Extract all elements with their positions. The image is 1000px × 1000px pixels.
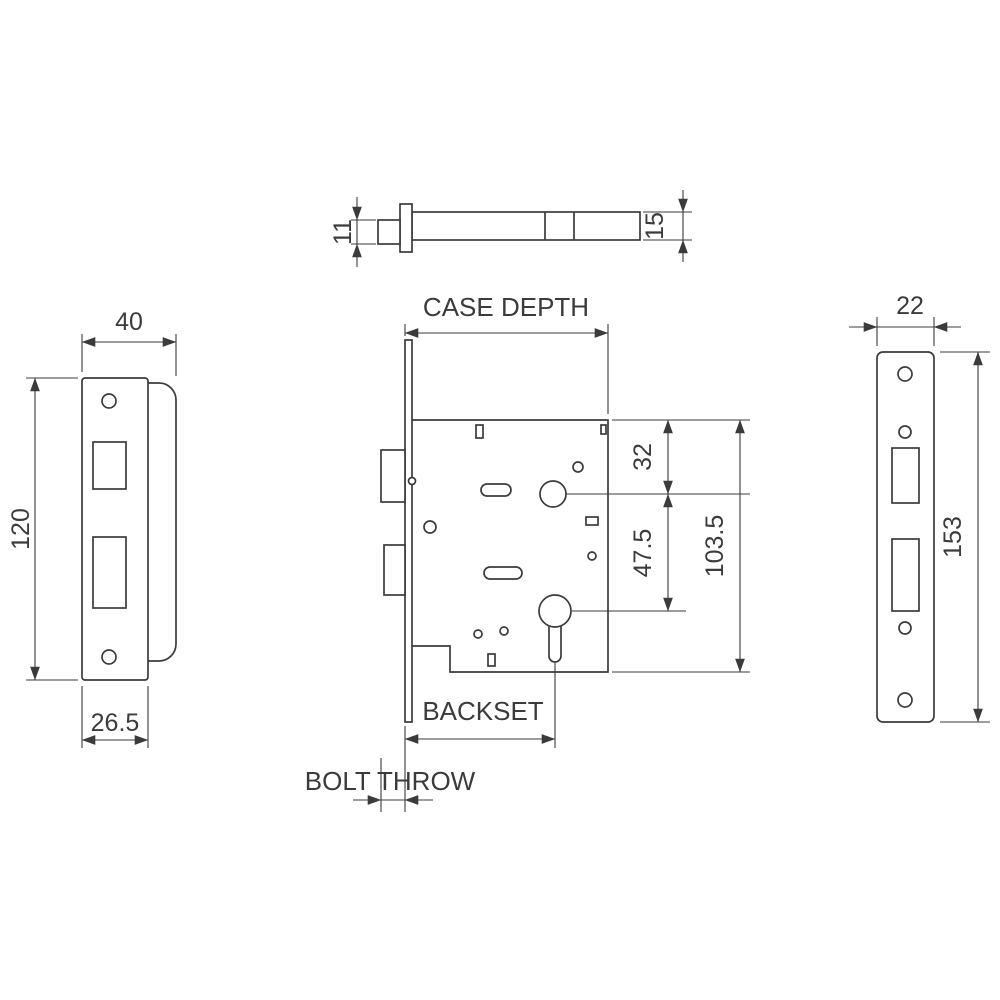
- case-hole-1: [572, 461, 584, 473]
- case-hole-2: [423, 520, 437, 534]
- forend-screw-hole-bottom: [897, 692, 913, 708]
- dim-case-height-label: 103.5: [701, 515, 729, 578]
- spindle-follower-hole: [539, 480, 567, 508]
- dim-follower-to-cylinder-label: 47.5: [629, 529, 657, 578]
- dead-bolt: [383, 544, 406, 596]
- case-tab-2: [475, 424, 484, 439]
- bolt-throw-label: BOLT THROW: [305, 766, 476, 796]
- spindle-shaft: [411, 211, 641, 241]
- dim-strike-width-label: 40: [115, 308, 143, 336]
- dim-forend-height-label: 153: [939, 516, 967, 558]
- case-slot-1: [480, 483, 512, 497]
- case-tab-3: [600, 424, 607, 435]
- strike-bolt-cutout: [92, 536, 127, 609]
- faceplate-screw-hole: [407, 476, 417, 486]
- strike-screw-hole-bottom: [101, 649, 117, 665]
- forend-bolt-cutout: [891, 538, 920, 612]
- spindle-side-view: 11 15: [329, 190, 692, 267]
- case-hole-3: [587, 551, 597, 561]
- forend-plate-body: [876, 351, 935, 723]
- forend-hole-lower: [898, 621, 912, 635]
- spindle-end: [377, 219, 401, 245]
- case-hole-5: [499, 626, 509, 636]
- dim-forend-width-label: 22: [896, 292, 924, 320]
- strike-plate-body: [81, 377, 149, 681]
- euro-cylinder-slot: [548, 626, 562, 663]
- forend-screw-hole-top: [897, 366, 913, 382]
- spindle-flange: [399, 203, 413, 253]
- latch-bolt: [380, 449, 406, 503]
- dim-spindle-end-label: 11: [329, 219, 357, 245]
- strike-plate-lip: [148, 382, 177, 662]
- dim-strike-height-label: 120: [7, 508, 35, 550]
- backset-label: BACKSET: [422, 696, 543, 726]
- forend-hole-upper: [898, 425, 912, 439]
- lock-case-body: [412, 419, 609, 673]
- forend-latch-cutout: [891, 447, 920, 504]
- case-slot-2: [483, 566, 523, 580]
- dim-top-to-follower-label: 32: [629, 443, 657, 471]
- case-tab-1: [585, 516, 599, 526]
- dim-strike-bottom-width-label: 26.5: [91, 709, 140, 737]
- strike-plate-view: 40 120 26.5: [7, 308, 177, 748]
- lock-faceplate: [404, 339, 413, 723]
- lock-case-side-view: CASE DEPTH 32 47.5 103.5: [305, 292, 750, 812]
- euro-cylinder-hole: [538, 594, 572, 628]
- forend-plate-view: 22 153: [849, 292, 990, 723]
- case-depth-label: CASE DEPTH: [423, 292, 589, 322]
- strike-screw-hole-top: [101, 393, 117, 409]
- strike-latch-cutout: [92, 441, 127, 490]
- dim-spindle-shaft-label: 15: [641, 212, 669, 240]
- case-hole-4: [473, 629, 483, 639]
- case-tab-4: [487, 653, 496, 667]
